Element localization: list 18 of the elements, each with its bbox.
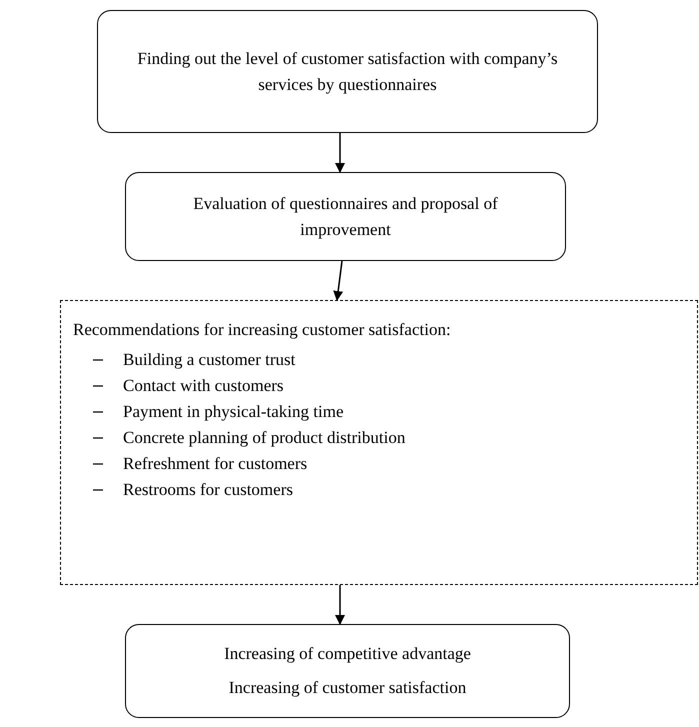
list-item: Refreshment for customers xyxy=(123,453,308,475)
group-heading: Recommendations for increasing customer satisfaction: xyxy=(73,319,452,341)
box-text: Evaluation of questionnaires and proposal of improvement xyxy=(192,192,499,241)
list-item: Restrooms for customers xyxy=(123,479,293,501)
box-text: Increasing of customer satisfaction xyxy=(228,677,466,699)
arrow xyxy=(335,133,345,173)
dashed-group-box xyxy=(60,300,698,585)
process-box xyxy=(125,172,566,261)
arrow xyxy=(333,260,344,301)
process-box xyxy=(97,10,598,133)
list-item: Building a customer trust xyxy=(123,349,296,371)
arrow xyxy=(335,585,345,625)
list-item: Payment in physical-taking time xyxy=(123,401,344,423)
list-item: Concrete planning of product distribution xyxy=(123,427,406,449)
box-text: Finding out the level of customer satisfaction with company’s services by questionnaires xyxy=(136,48,559,96)
process-box xyxy=(125,624,570,718)
box-text: Increasing of competitive advantage xyxy=(224,643,471,665)
list-item: Contact with customers xyxy=(123,375,284,397)
